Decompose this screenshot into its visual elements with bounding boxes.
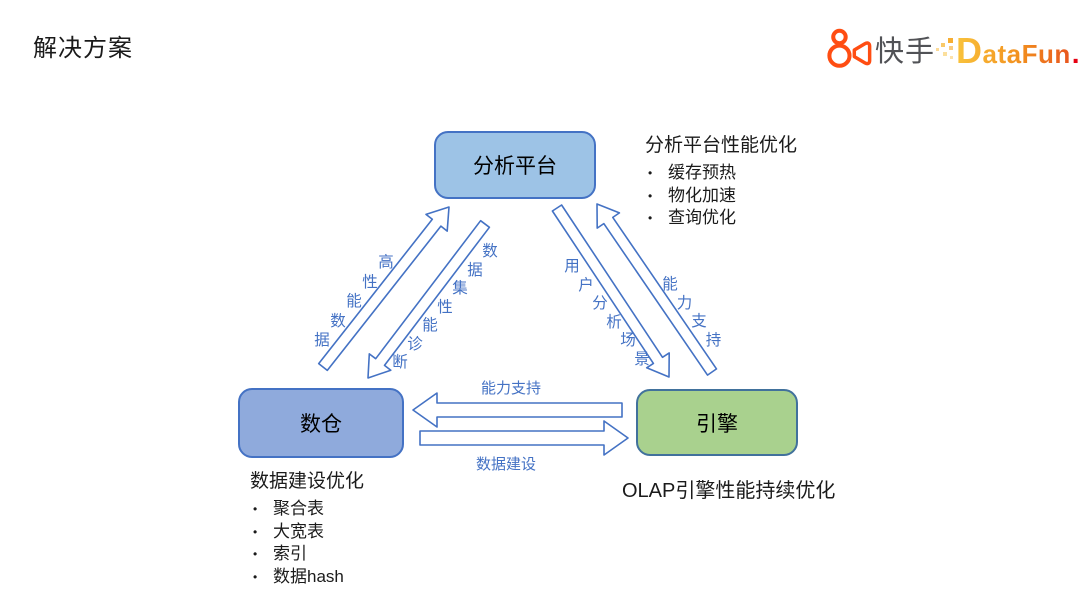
edge-label-char: 分 [592,295,608,312]
edge-label-char: 支 [691,313,707,330]
node-label: 引擎 [696,412,738,436]
kuaishou-camera-icon [827,28,872,68]
node-data-warehouse: 数仓 [238,388,404,458]
bullet-dot: • [253,524,258,539]
bullet-item: • 大宽表 [250,521,364,544]
bullet-dot: • [253,502,258,516]
edge-label-char: 集 [452,280,468,297]
engine-annotation-title: OLAP引擎性能持续优化 [622,480,836,502]
bullet-dot: • [253,569,258,584]
warehouse-bullet-list: • 聚合表 • 大宽表 • 索引 • 数据hash [250,498,364,588]
bullet-dot: • [253,547,258,561]
edge-label-char: 户 [578,276,594,294]
bullet-text: 缓存预热 [668,163,736,182]
bullet-item: • 索引 [250,543,364,566]
node-analysis-platform: 分析平台 [434,131,596,199]
bullet-item: • 数据hash [250,566,364,589]
edge-label-char: 析 [606,313,622,331]
warehouse-annotation-title: 数据建设优化 [250,471,365,492]
edge-label-warehouse-to-engine: 数据建设 [475,456,536,473]
edge-label-char: 数 [482,243,498,260]
edge-label-char: 性 [437,298,453,316]
bullet-text: 物化加速 [668,185,736,205]
kuaishou-logo: 快手 [827,26,935,72]
arrow-platform-to-warehouse [367,219,491,379]
node-engine: 引擎 [636,389,798,456]
bullet-item: • 查询优化 [645,207,797,230]
bullet-text: 数据hash [273,566,344,586]
edge-label-char: 诊 [407,335,423,353]
edge-label-engine-to-warehouse: 能力支持 [480,380,541,397]
bullet-item: • 物化加速 [645,185,797,208]
edge-label-char: 场 [620,332,636,349]
bullet-text: 索引 [273,544,307,563]
arrow-warehouse-to-engine [419,420,629,456]
edge-label-char: 据 [467,261,483,279]
arrow-engine-to-platform [596,203,718,376]
bullet-item: • 聚合表 [250,498,364,521]
engine-annotation: OLAP引擎性能持续优化 [622,474,835,508]
platform-annotation: 分析平台性能优化 • 缓存预热 • 物化加速 • 查询优化 [645,130,797,230]
bullet-text: 查询优化 [668,208,736,227]
bullet-item: • 缓存预热 [645,162,797,185]
edge-label-char: 力 [676,294,693,312]
arrow-platform-to-engine [551,204,671,378]
arrow-warehouse-to-platform [317,206,450,372]
bullet-text: 大宽表 [273,521,324,541]
bullet-dot: • [648,166,653,180]
kuaishou-wordmark: 快手 [875,36,936,68]
datafun-logo: DataFun . [936,30,1080,72]
node-label: 分析平台 [473,155,557,178]
arrow-engine-to-warehouse [412,392,623,428]
edge-label-char: 据 [314,332,330,349]
edge-label-char: 用 [564,258,580,275]
warehouse-annotation: 数据建设优化 • 聚合表 • 大宽表 • 索引 • 数据hash [250,466,364,588]
bullet-text: 聚合表 [273,499,324,518]
datafun-wordmark: DataFun [956,30,1071,71]
platform-bullet-list: • 缓存预热 • 物化加速 • 查询优化 [645,162,797,230]
bullet-dot: • [648,188,653,203]
edge-label-char: 数 [330,312,346,330]
datafun-pixels-icon [936,38,953,59]
edge-label-char: 断 [392,354,408,371]
edge-label-char: 性 [362,273,378,291]
bullet-dot: • [648,211,653,225]
edge-label-char: 持 [705,331,722,349]
edge-label-char: 景 [634,350,650,368]
slide-title: 解决方案 [33,35,133,62]
datafun-dot: . [1071,38,1080,69]
edge-label-char: 能 [346,293,362,310]
platform-annotation-title: 分析平台性能优化 [645,135,798,156]
edge-label-char: 高 [378,254,394,271]
edge-label-char: 能 [662,276,678,293]
node-label: 数仓 [300,413,342,436]
edge-label-char: 能 [422,317,438,334]
